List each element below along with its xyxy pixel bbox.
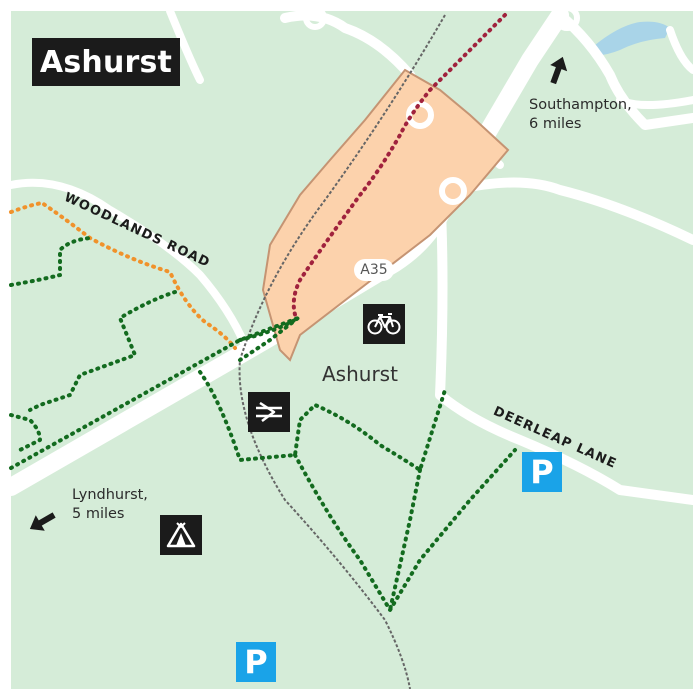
parking-icon: P [236,642,276,682]
water-body [595,21,670,56]
red-cycle-trail [291,13,507,320]
road-east-c [616,96,693,109]
arrow-north-icon [550,56,568,85]
road-north-west [166,7,204,84]
green-trail-a35-north [9,316,300,470]
roundabout-top [554,5,580,31]
lyndhurst-line2: 5 miles [72,506,125,522]
green-trail-link [238,316,300,362]
lyndhurst-line1: Lyndhurst, [72,487,148,503]
road-badge-a35: A35 [354,259,394,281]
road-top-right [555,10,693,130]
land-area [11,11,693,689]
southampton-line1: Southampton, [529,97,632,113]
parking-symbol: P [530,453,554,491]
road-east [450,177,693,245]
green-trail-south [198,370,447,472]
road-east-b [435,185,693,505]
map-title: Ashurst [39,44,173,80]
railway-line [238,14,446,690]
green-trail-south-b [293,448,517,612]
green-trail-west-b [9,413,42,452]
direction-label-lyndhurst: Lyndhurst, 5 miles [72,486,148,524]
green-trail-loop [28,290,177,412]
arrow-southwest-icon [29,512,56,531]
road-north-east [666,26,693,74]
rail-icon [248,392,290,432]
village-area [261,68,510,362]
parking-symbol: P [244,643,268,681]
orange-trail [9,201,237,350]
place-label-ashurst: Ashurst [322,362,398,386]
green-trail-west [9,236,92,287]
roundabout-north [406,101,434,129]
direction-label-southampton: Southampton, 6 miles [529,96,632,134]
roundabout-top-left [303,6,327,30]
southampton-line2: 6 miles [529,116,582,132]
map-title-box: Ashurst [32,38,180,86]
parking-icon: P [522,452,562,492]
campsite-icon [160,515,202,555]
roundabout-centre [439,177,467,205]
bicycle-icon [363,304,405,344]
green-trail-south-c [388,468,422,612]
road-woodlands [7,178,249,349]
